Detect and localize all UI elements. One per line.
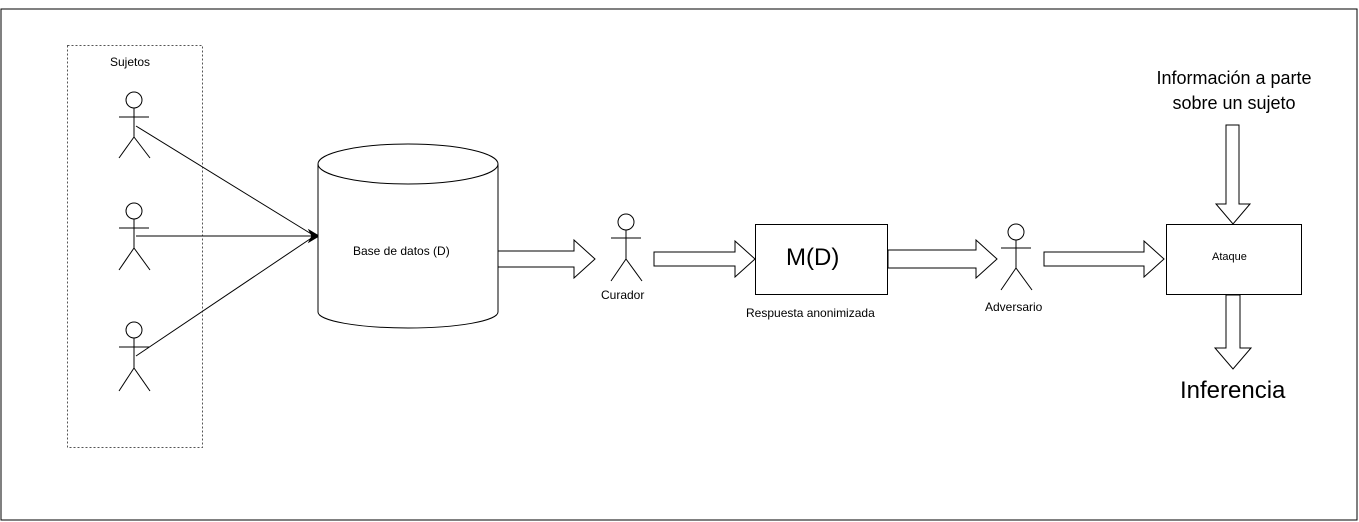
arrow-curator-to-mechanism (653, 239, 756, 279)
subjects-group-box (67, 45, 203, 448)
anonymized-response-label: Respuesta anonimizada (746, 306, 875, 320)
diagram-frame (0, 8, 1358, 521)
attack-label: Ataque (1212, 251, 1247, 263)
mechanism-box (755, 224, 888, 295)
connector-arrowhead (307, 228, 320, 244)
inference-label: Inferencia (1180, 377, 1286, 404)
arrow-mechanism-to-adversary (887, 238, 998, 280)
adversary-actor (1000, 223, 1033, 291)
arrow-db-to-curator (497, 238, 596, 280)
subjects-group-label: Sujetos (110, 55, 151, 69)
database-cylinder (317, 143, 499, 329)
arrow-attack-to-inference (1213, 294, 1253, 370)
database-label: Base de datos (D) (353, 244, 450, 258)
arrow-adversary-to-attack (1043, 239, 1165, 279)
subject-actor-2 (118, 202, 151, 271)
side-info-label-line2: sobre un sujeto (1172, 93, 1296, 113)
mechanism-label: M(D) (786, 244, 840, 271)
curator-actor (610, 213, 643, 282)
attack-box (1166, 224, 1302, 295)
arrow-sideinfo-to-attack (1214, 124, 1252, 225)
curator-label: Curador (601, 288, 645, 302)
subject-connectors (135, 125, 314, 357)
subject-actor-1 (118, 91, 151, 159)
side-info-label-line1: Información a parte (1156, 68, 1312, 88)
subject-actor-3 (118, 321, 151, 392)
adversary-label: Adversario (985, 300, 1043, 314)
